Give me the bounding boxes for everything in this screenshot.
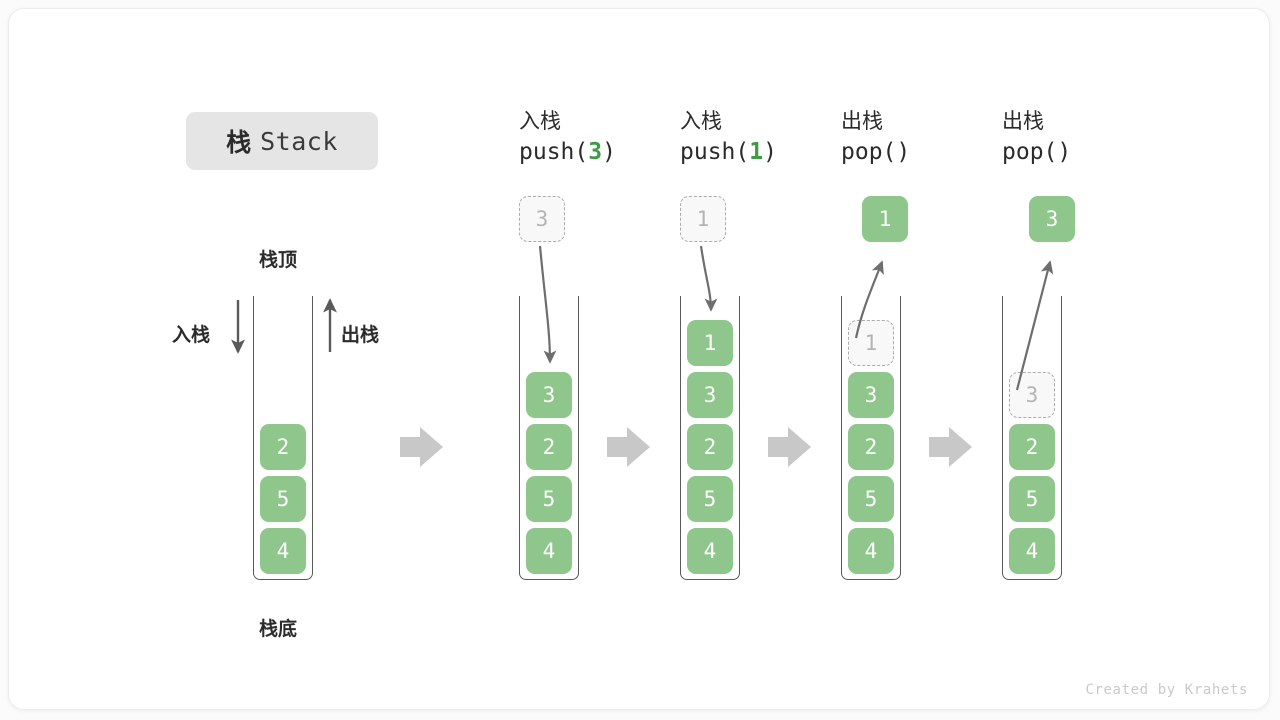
column-header-push-1: 入栈 push(1) — [680, 106, 777, 168]
stack-cell: 3 — [848, 372, 894, 418]
stack-cell: 5 — [1009, 476, 1055, 522]
title-badge: 栈 Stack — [186, 112, 378, 170]
stack-bottom-label: 栈底 — [259, 618, 298, 640]
operation-code: push(3) — [519, 139, 616, 165]
stack-cell: 5 — [848, 476, 894, 522]
stack-cell: 4 — [526, 528, 572, 574]
stack-cell: 4 — [848, 528, 894, 574]
stack-cell: 1 — [687, 320, 733, 366]
operation-code: pop() — [1002, 139, 1072, 165]
stack-cell: 4 — [687, 528, 733, 574]
footer-credit: Created by Krahets — [1085, 682, 1248, 698]
ghost-cell-removed: 1 — [848, 320, 894, 366]
stack-top-label: 栈顶 — [259, 249, 298, 271]
operation-arg: 3 — [588, 139, 603, 165]
stack-cell: 3 — [526, 372, 572, 418]
push-direction-label: 入栈 — [172, 324, 211, 346]
stack-cell: 2 — [1009, 424, 1055, 470]
popped-cell: 1 — [862, 196, 908, 242]
title-label-cn: 栈 — [226, 128, 252, 157]
column-header-pop-1: 出栈 pop() — [841, 106, 910, 168]
column-header-push-3: 入栈 push(3) — [519, 106, 616, 168]
pop-direction-label: 出栈 — [341, 324, 380, 346]
operation-arg: 1 — [749, 139, 764, 165]
ghost-cell-removed: 3 — [1009, 372, 1055, 418]
stack-cell: 5 — [260, 476, 306, 522]
ghost-cell-incoming: 3 — [519, 196, 565, 242]
stack-container-initial — [253, 296, 313, 580]
operation-label-cn: 入栈 — [519, 109, 561, 133]
operation-label-cn: 入栈 — [680, 109, 722, 133]
stack-container-pop-3 — [1002, 296, 1062, 580]
stack-cell: 4 — [1009, 528, 1055, 574]
stack-container-push-3 — [519, 296, 579, 580]
stack-cell: 4 — [260, 528, 306, 574]
stack-cell: 3 — [687, 372, 733, 418]
title-label-en: Stack — [260, 126, 338, 156]
stack-container-push-1 — [680, 296, 740, 580]
stack-cell: 5 — [687, 476, 733, 522]
operation-label-cn: 出栈 — [841, 109, 883, 133]
ghost-cell-incoming: 1 — [680, 196, 726, 242]
stack-cell: 2 — [526, 424, 572, 470]
stack-container-pop-1 — [841, 296, 901, 580]
stack-cell: 2 — [687, 424, 733, 470]
stack-cell: 2 — [848, 424, 894, 470]
operation-code: pop() — [841, 139, 911, 165]
operation-label-cn: 出栈 — [1002, 109, 1044, 133]
stack-cell: 2 — [260, 424, 306, 470]
operation-code: push(1) — [680, 139, 777, 165]
column-header-pop-3: 出栈 pop() — [1002, 106, 1071, 168]
popped-cell: 3 — [1029, 196, 1075, 242]
stack-cell: 5 — [526, 476, 572, 522]
